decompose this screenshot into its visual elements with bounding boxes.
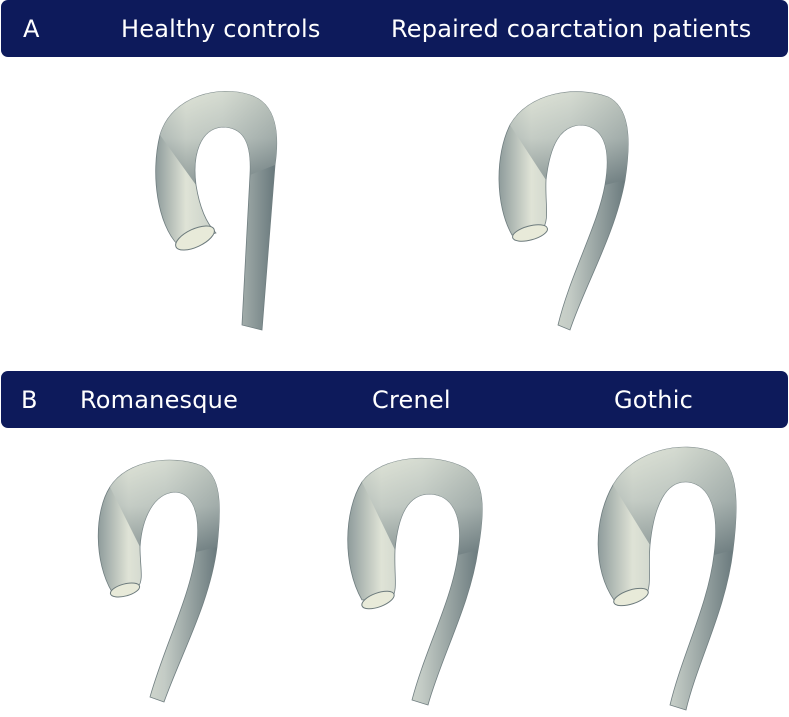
panel-a-header: A Healthy controls Repaired coarctation …: [1, 0, 788, 57]
label-repaired-coarctation: Repaired coarctation patients: [391, 14, 752, 43]
healthy-control-aorta-model: [150, 85, 290, 335]
panel-b-letter: B: [21, 385, 38, 414]
label-romanesque: Romanesque: [80, 385, 239, 414]
label-gothic: Gothic: [614, 385, 693, 414]
label-crenel: Crenel: [372, 385, 451, 414]
romanesque-aorta-model: [92, 452, 232, 707]
panel-a-letter: A: [23, 14, 40, 43]
repaired-coarctation-aorta-model: [490, 85, 640, 335]
panel-b-header: B Romanesque Crenel Gothic: [1, 371, 788, 428]
crenel-aorta-model: [340, 450, 490, 710]
label-healthy-controls: Healthy controls: [121, 14, 321, 43]
gothic-aorta-model: [588, 440, 748, 715]
